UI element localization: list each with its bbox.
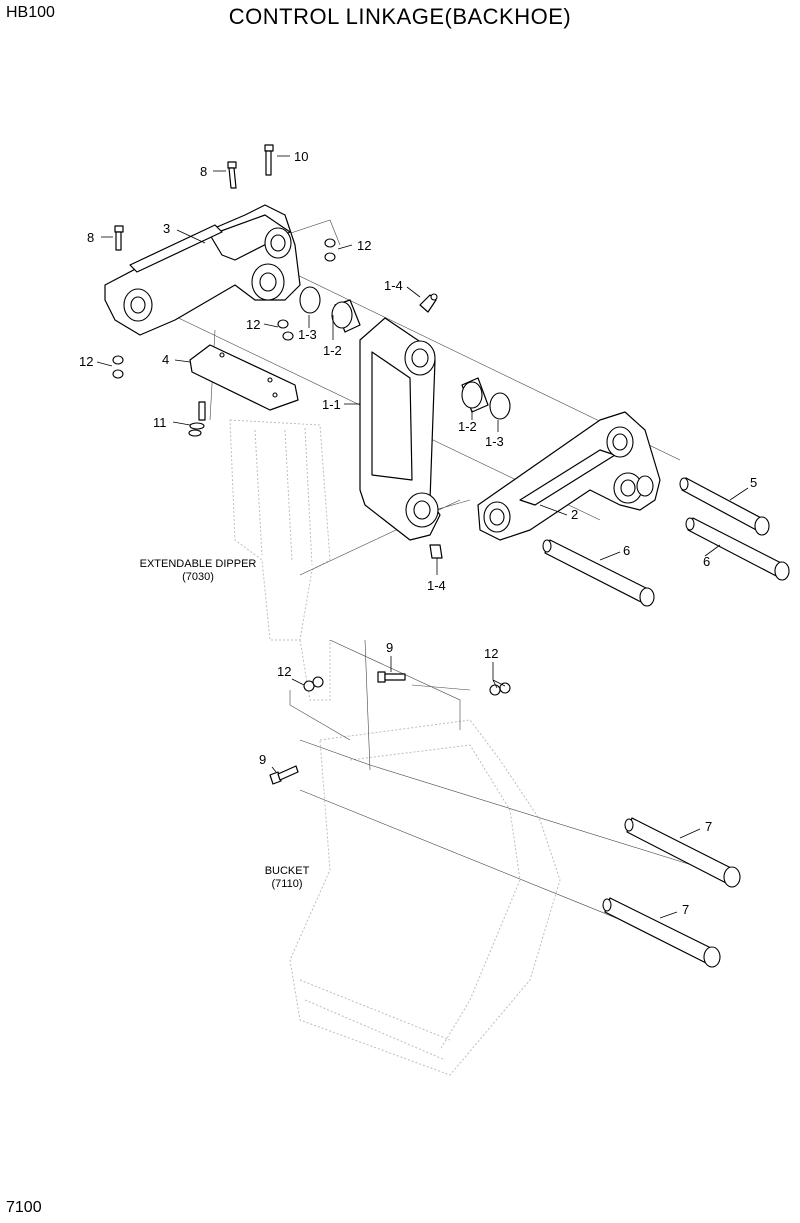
pins [542,477,790,968]
callout-label: 2 [571,507,578,522]
callout-label: 1-3 [298,327,317,342]
link-arm-part-3 [104,204,301,336]
leader-lines [96,155,749,919]
page-title: CONTROL LINKAGE(BACKHOE) [228,4,572,29]
callout-label: 12 [246,317,260,332]
extendable-dipper-ghost [229,419,331,701]
callout-label: 5 [750,475,757,490]
callout-label: 1-2 [458,419,477,434]
bucket-ghost [289,719,561,1076]
callout-label: 12 [79,354,93,369]
callout-label: 7 [705,819,712,834]
callout-label: 3 [163,221,170,236]
callout-label: 1-4 [427,578,446,593]
link-part-1-1 [359,317,441,541]
callout-label: 4 [162,352,169,367]
callout-label: 12 [277,664,291,679]
callout-label: 9 [386,640,393,655]
reference-notes: EXTENDABLE DIPPER (7030) BUCKET (7110) [140,558,310,890]
callout-label: 9 [259,752,266,767]
bucket-label: BUCKET [265,865,310,877]
callout-label: 12 [357,238,371,253]
model-code: HB100 [6,4,55,21]
bolts [114,144,406,785]
page-number: 7100 [6,1199,42,1216]
link-arm-part-2 [477,411,661,541]
dipper-reference: (7030) [182,571,214,583]
callout-label: 7 [682,902,689,917]
callout-label: 6 [623,543,630,558]
callout-labels: 10 8 8 3 12 1-4 12 1-3 1-2 12 4 1-1 11 1… [79,149,757,917]
plate-part-4 [189,344,299,411]
callout-label: 12 [484,646,498,661]
grease-nipples [419,293,443,559]
callout-label: 1-1 [322,397,341,412]
dipper-label: EXTENDABLE DIPPER [140,558,257,570]
callout-label: 10 [294,149,308,164]
callout-label: 1-2 [323,343,342,358]
bushings-and-rings [299,286,511,420]
callout-label: 6 [703,554,710,569]
bucket-reference: (7110) [272,878,303,890]
callout-label: 8 [87,230,94,245]
callout-label: 1-4 [384,278,403,293]
callout-label: 8 [200,164,207,179]
callout-label: 1-3 [485,434,504,449]
callout-label: 11 [153,415,167,430]
nuts [112,238,511,696]
